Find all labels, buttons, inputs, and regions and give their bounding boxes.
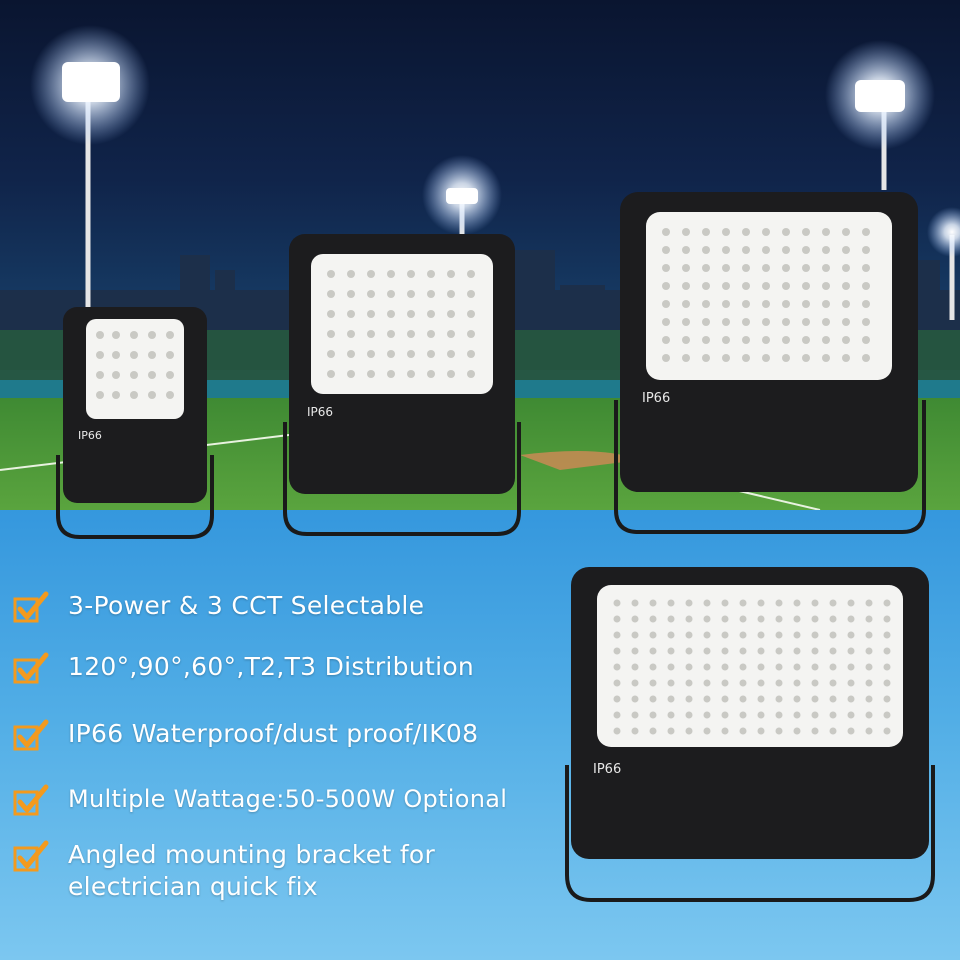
- feature-text: IP66 Waterproof/dust proof/IK08: [68, 719, 479, 748]
- led-array: [613, 599, 891, 735]
- floodlight-xlarge: IP66: [565, 567, 935, 902]
- floodlight-small: IP66: [56, 307, 214, 539]
- feature-item: Angled mounting bracket for electrician …: [12, 839, 488, 903]
- check-icon: [13, 840, 49, 872]
- feature-text: Multiple Wattage:50-500W Optional: [68, 785, 508, 813]
- check-icon: [13, 719, 49, 751]
- check-icon: [13, 591, 49, 623]
- ip-rating-label: IP66: [78, 429, 102, 442]
- feature-item: 3-Power & 3 CCT Selectable: [12, 590, 424, 626]
- feature-text: Angled mounting bracket for electrician …: [68, 840, 436, 901]
- ip-rating-label: IP66: [593, 762, 621, 777]
- feature-item: IP66 Waterproof/dust proof/IK08: [12, 718, 478, 754]
- check-icon: [13, 784, 49, 816]
- ip-rating-label: IP66: [642, 391, 670, 406]
- led-array: [662, 228, 870, 362]
- led-array: [327, 270, 475, 378]
- check-icon: [13, 652, 49, 684]
- feature-text: 120°,90°,60°,T2,T3 Distribution: [68, 652, 475, 681]
- floodlight-large: IP66: [614, 192, 926, 534]
- ip-rating-label: IP66: [307, 405, 333, 419]
- feature-item: 120°,90°,60°,T2,T3 Distribution: [12, 651, 474, 687]
- feature-item: Multiple Wattage:50-500W Optional: [12, 783, 507, 819]
- floodlight-medium: IP66: [283, 234, 521, 536]
- led-array: [96, 331, 174, 399]
- feature-text: 3-Power & 3 CCT Selectable: [68, 591, 425, 620]
